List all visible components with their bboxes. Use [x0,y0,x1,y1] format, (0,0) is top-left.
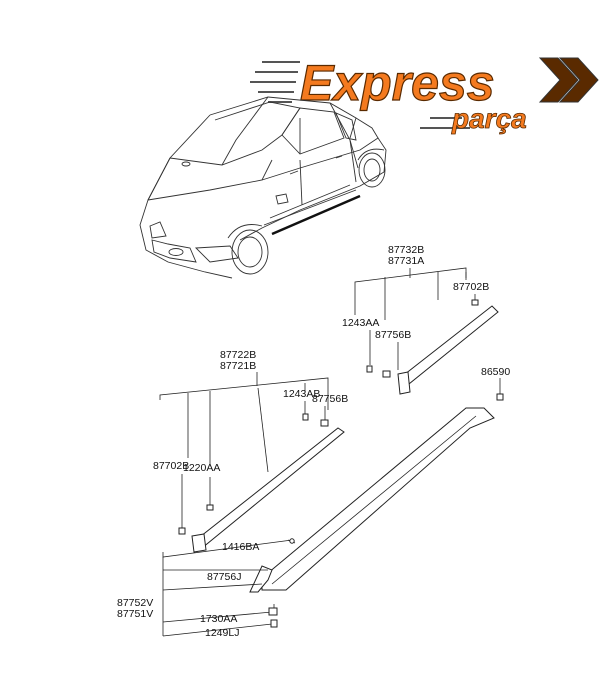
speed-lines-icon [250,61,470,129]
clip-icon [320,419,329,427]
callout-87756b-upper: 87756B [375,329,411,341]
callout-87756j: 87756J [207,571,241,583]
screw-icon [302,413,309,421]
sill-molding-strip [261,407,495,591]
callout-1416ba: 1416BA [222,541,259,553]
callout-1249lj: 1249LJ [205,627,239,639]
clip-icon [382,370,391,378]
bolt-icon [268,607,278,616]
express-parca-logo: Express parça [250,54,599,134]
callout-87702b-front: 87702B [153,460,189,472]
callout-1243ab: 1243AB [283,388,320,400]
clip-icon [496,393,504,401]
callout-87752v: 87752V [117,597,153,609]
callout-87756b-front: 87756B [312,393,348,405]
callout-87702b-upper: 87702B [453,281,489,293]
callout-1243aa: 1243AA [342,317,379,329]
chevron-arrows-icon [538,57,599,103]
car-illustration [139,96,387,279]
callout-87721b: 87721B [220,360,256,372]
side-sill-molding-group: 86590 1416BA 87756J 87752V 87751V 1730AA… [117,366,510,639]
callout-86590: 86590 [481,366,510,378]
clip-icon [206,504,214,511]
rear-door-molding-end [191,533,207,553]
clip-icon [178,527,186,535]
clip-icon [289,538,295,544]
callout-1730aa: 1730AA [200,613,237,625]
callout-1220aa: 1220AA [183,462,220,474]
nut-icon [270,619,278,628]
callout-87732b: 87732B [388,244,424,256]
front-door-molding-end [397,371,411,395]
logo-brand-text: Express [300,55,495,111]
screw-icon [366,365,373,373]
callout-87731a: 87731A [388,255,424,267]
logo-sub-text: parça [451,103,527,134]
front-door-molding-group: 87722B 87721B 1243AB 87756B 87702B 1220A… [153,349,348,553]
rear-door-molding-group: 87732B 87731A 87702B 1243AA 87756B [342,244,499,395]
callout-87751v: 87751V [117,608,153,620]
callout-87722b: 87722B [220,349,256,361]
clip-icon [471,299,479,306]
